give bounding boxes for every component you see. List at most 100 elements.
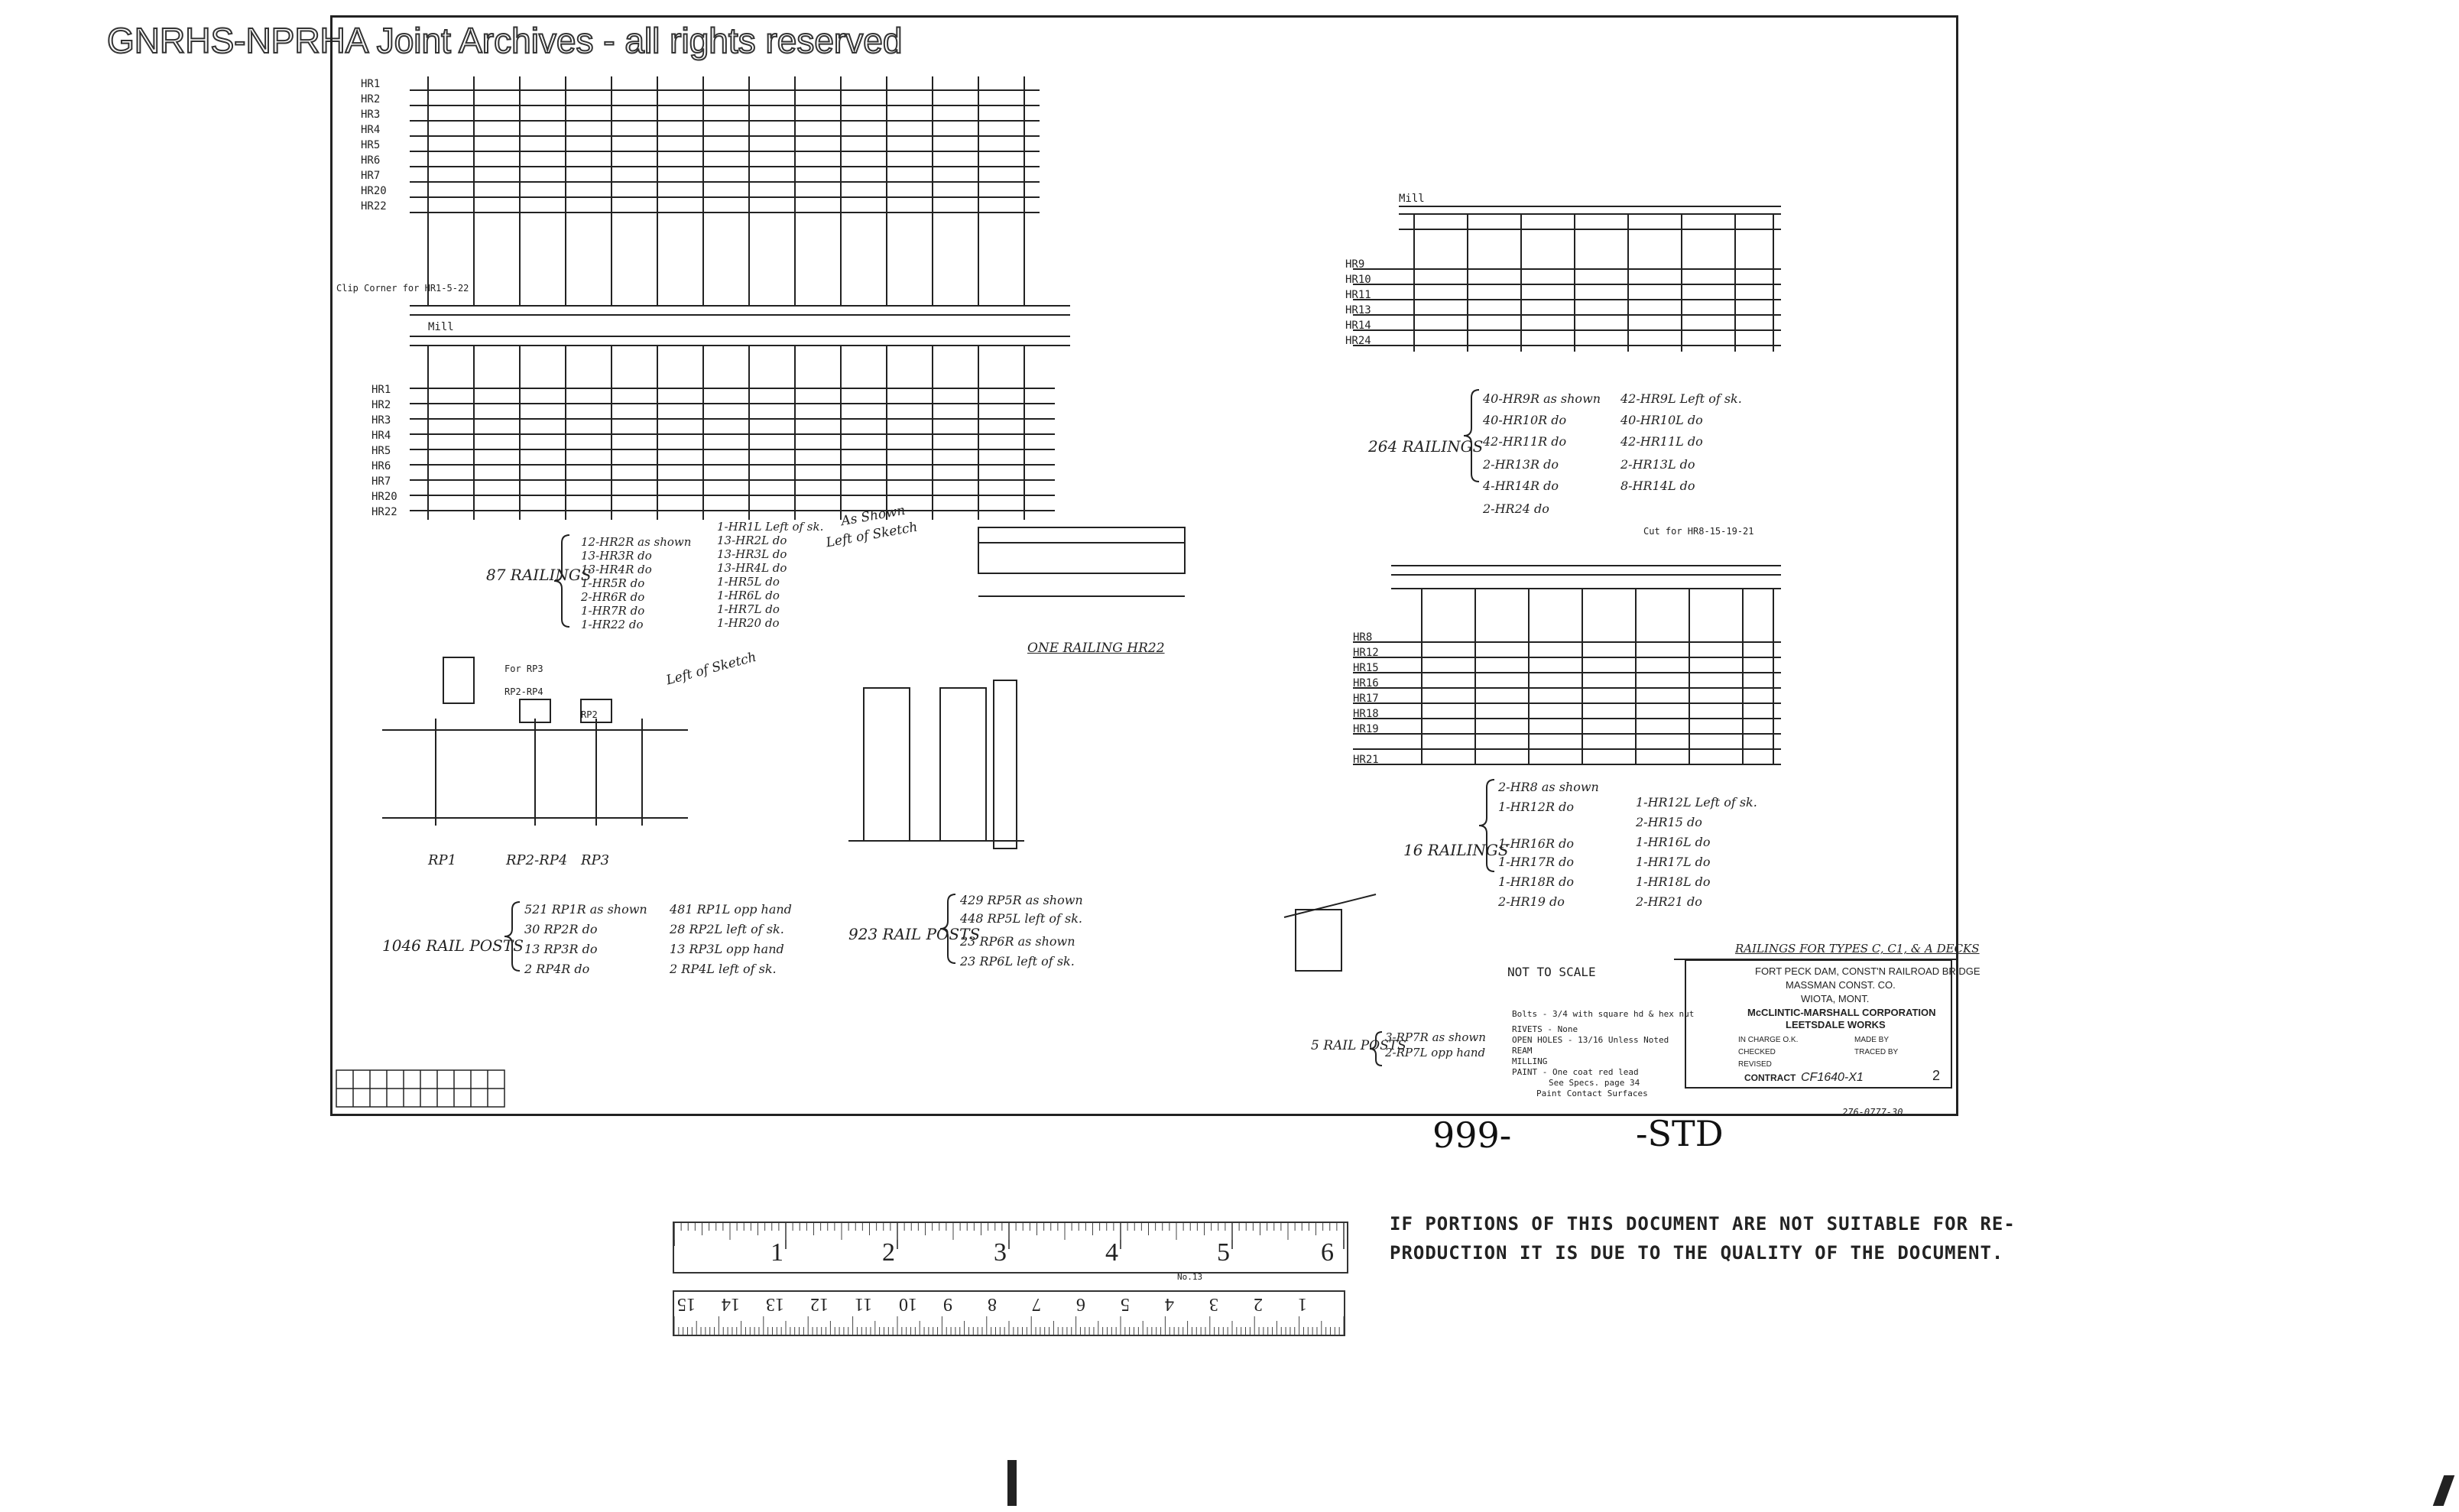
note-line: Paint Contact Surfaces <box>1536 1089 1648 1098</box>
note-line: PAINT - One coat red lead <box>1512 1067 1639 1077</box>
row-label: HR8 <box>1353 631 1373 644</box>
drawing-sheet <box>330 15 1958 1116</box>
row-label: HR1 <box>361 78 381 90</box>
schedule-line: 23 RP6L left of sk. <box>960 954 1075 969</box>
schedule-line: 23 RP6R as shown <box>960 934 1075 949</box>
schedule-line: 1-HR5R do <box>581 576 645 590</box>
schedule-line: 481 RP1L opp hand <box>670 902 792 917</box>
cm-ruler-ticks <box>674 1316 1344 1335</box>
one-railing-label: ONE RAILING HR22 <box>1027 641 1165 656</box>
schedule-line: 28 RP2L left of sk. <box>670 922 784 936</box>
cm-number: 8 <box>988 1294 997 1314</box>
ruler-number: 2 <box>882 1238 895 1267</box>
cm-number: 4 <box>1165 1294 1174 1314</box>
schedule-line: 2-HR13R do <box>1483 457 1559 472</box>
row-label: HR3 <box>361 109 381 121</box>
tb-contract-label: CONTRACT <box>1744 1072 1796 1083</box>
tb-made-by: MADE BY <box>1854 1036 1890 1044</box>
cm-number: 12 <box>810 1294 829 1314</box>
schedule-line: 2 RP4R do <box>524 962 590 976</box>
schedule-line: 13-HR3R do <box>581 549 652 563</box>
schedule-line: 4-HR14R do <box>1483 479 1559 493</box>
disclaimer-line: IF PORTIONS OF THIS DOCUMENT ARE NOT SUI… <box>1390 1213 2016 1235</box>
note-line: OPEN HOLES - 13/16 Unless Noted <box>1512 1035 1669 1045</box>
row-label: HR13 <box>1345 304 1371 316</box>
cm-number: 10 <box>899 1294 917 1314</box>
row-label: HR20 <box>371 491 397 503</box>
schedule-line: 1-HR12R do <box>1498 800 1574 814</box>
cm-ruler: 15 14 13 12 11 10 9 8 7 6 5 4 3 2 1 <box>673 1290 1345 1336</box>
ruler-number: 6 <box>1321 1238 1334 1267</box>
schedule-line: 12-HR2R as shown <box>581 535 692 549</box>
rp-label: RP1 <box>428 852 457 868</box>
schedule-line: 1-HR18L do <box>1636 874 1711 889</box>
schedule-line: 2-HR19 do <box>1498 894 1565 909</box>
tb-revised: REVISED <box>1738 1060 1772 1069</box>
rp-small-label: RP2-RP4 <box>504 686 543 697</box>
sheet-number-right: -STD <box>1636 1113 1724 1154</box>
schedule-line: 2-HR15 do <box>1636 815 1702 829</box>
schedule-line: 429 RP5R as shown <box>960 893 1083 907</box>
cm-number: 15 <box>677 1294 696 1314</box>
schedule-line: 2-RP7L opp hand <box>1385 1046 1486 1059</box>
mill-label-right: Mill <box>1399 193 1425 205</box>
schedule-line: 13-HR3L do <box>717 547 787 561</box>
note-line: See Specs. page 34 <box>1549 1078 1640 1088</box>
row-label: HR22 <box>371 506 397 518</box>
rp-label: RP3 <box>581 852 610 868</box>
group-923-rail-posts: 923 RAIL POSTS <box>848 925 981 943</box>
row-label: HR7 <box>361 170 381 182</box>
schedule-line: 13 RP3L opp hand <box>670 942 784 956</box>
schedule-line: 2-HR24 do <box>1483 501 1549 516</box>
cm-number: 14 <box>722 1294 740 1314</box>
rp-small-label: RP2 <box>581 709 598 720</box>
schedule-line: 40-HR9R as shown <box>1483 391 1601 406</box>
schedule-line: 1-HR22 do <box>581 618 644 631</box>
tb-works: LEETSDALE WORKS <box>1786 1019 1886 1030</box>
row-label: HR7 <box>371 475 391 488</box>
group-5-rail-posts: 5 RAIL POSTS <box>1311 1038 1406 1053</box>
tb-contract-number: CF1640-X1 <box>1801 1071 1864 1084</box>
schedule-line: 1-HR12L Left of sk. <box>1636 795 1757 810</box>
schedule-line: 13 RP3R do <box>524 942 598 956</box>
row-label: HR4 <box>371 430 391 442</box>
schedule-line: 1-HR7L do <box>717 602 780 616</box>
row-label: HR20 <box>361 185 387 197</box>
row-label: HR12 <box>1353 647 1379 659</box>
row-label: HR9 <box>1345 258 1365 271</box>
schedule-line: 40-HR10L do <box>1620 413 1703 427</box>
note-line: Bolts - 3/4 with square hd & hex nut <box>1512 1009 1695 1019</box>
cm-number: 9 <box>943 1294 952 1314</box>
group-16-railings: 16 RAILINGS <box>1403 841 1509 859</box>
cm-number: 6 <box>1076 1294 1085 1314</box>
schedule-line: 40-HR10R do <box>1483 413 1567 427</box>
schedule-line: 13-HR2L do <box>717 534 787 547</box>
schedule-line: 1-HR7R do <box>581 604 645 618</box>
row-label: HR2 <box>361 93 381 105</box>
scan-mark <box>1007 1460 1017 1506</box>
row-label: HR3 <box>371 414 391 427</box>
row-label: HR4 <box>361 124 381 136</box>
schedule-line: 1-HR17R do <box>1498 855 1574 869</box>
group-264-railings: 264 RAILINGS <box>1368 437 1484 456</box>
row-label: HR17 <box>1353 693 1379 705</box>
ruler-label: No.13 <box>1177 1272 1203 1282</box>
tb-client: MASSMAN CONST. CO. <box>1786 979 1896 991</box>
schedule-line: 1-HR16L do <box>1636 835 1711 849</box>
schedule-line: 3-RP7R as shown <box>1385 1030 1486 1044</box>
schedule-line: 448 RP5L left of sk. <box>960 911 1082 926</box>
row-label: HR18 <box>1353 708 1379 720</box>
schedule-line: 1-HR18R do <box>1498 874 1574 889</box>
cm-number: 1 <box>1298 1294 1307 1314</box>
schedule-line: 521 RP1R as shown <box>524 902 647 917</box>
group-1046-rail-posts: 1046 RAIL POSTS <box>382 936 524 955</box>
not-to-scale-label: NOT TO SCALE <box>1507 965 1596 979</box>
group-87-railings: 87 RAILINGS <box>486 566 592 584</box>
row-label: HR24 <box>1345 335 1371 347</box>
row-label: HR15 <box>1353 662 1379 674</box>
tb-traced-by: TRACED BY <box>1854 1048 1899 1056</box>
sheet-number-left: 999- <box>1432 1115 1512 1156</box>
tb-checked: CHECKED <box>1738 1048 1776 1056</box>
schedule-line: 1-HR20 do <box>717 616 780 630</box>
cm-number: 11 <box>855 1294 873 1314</box>
